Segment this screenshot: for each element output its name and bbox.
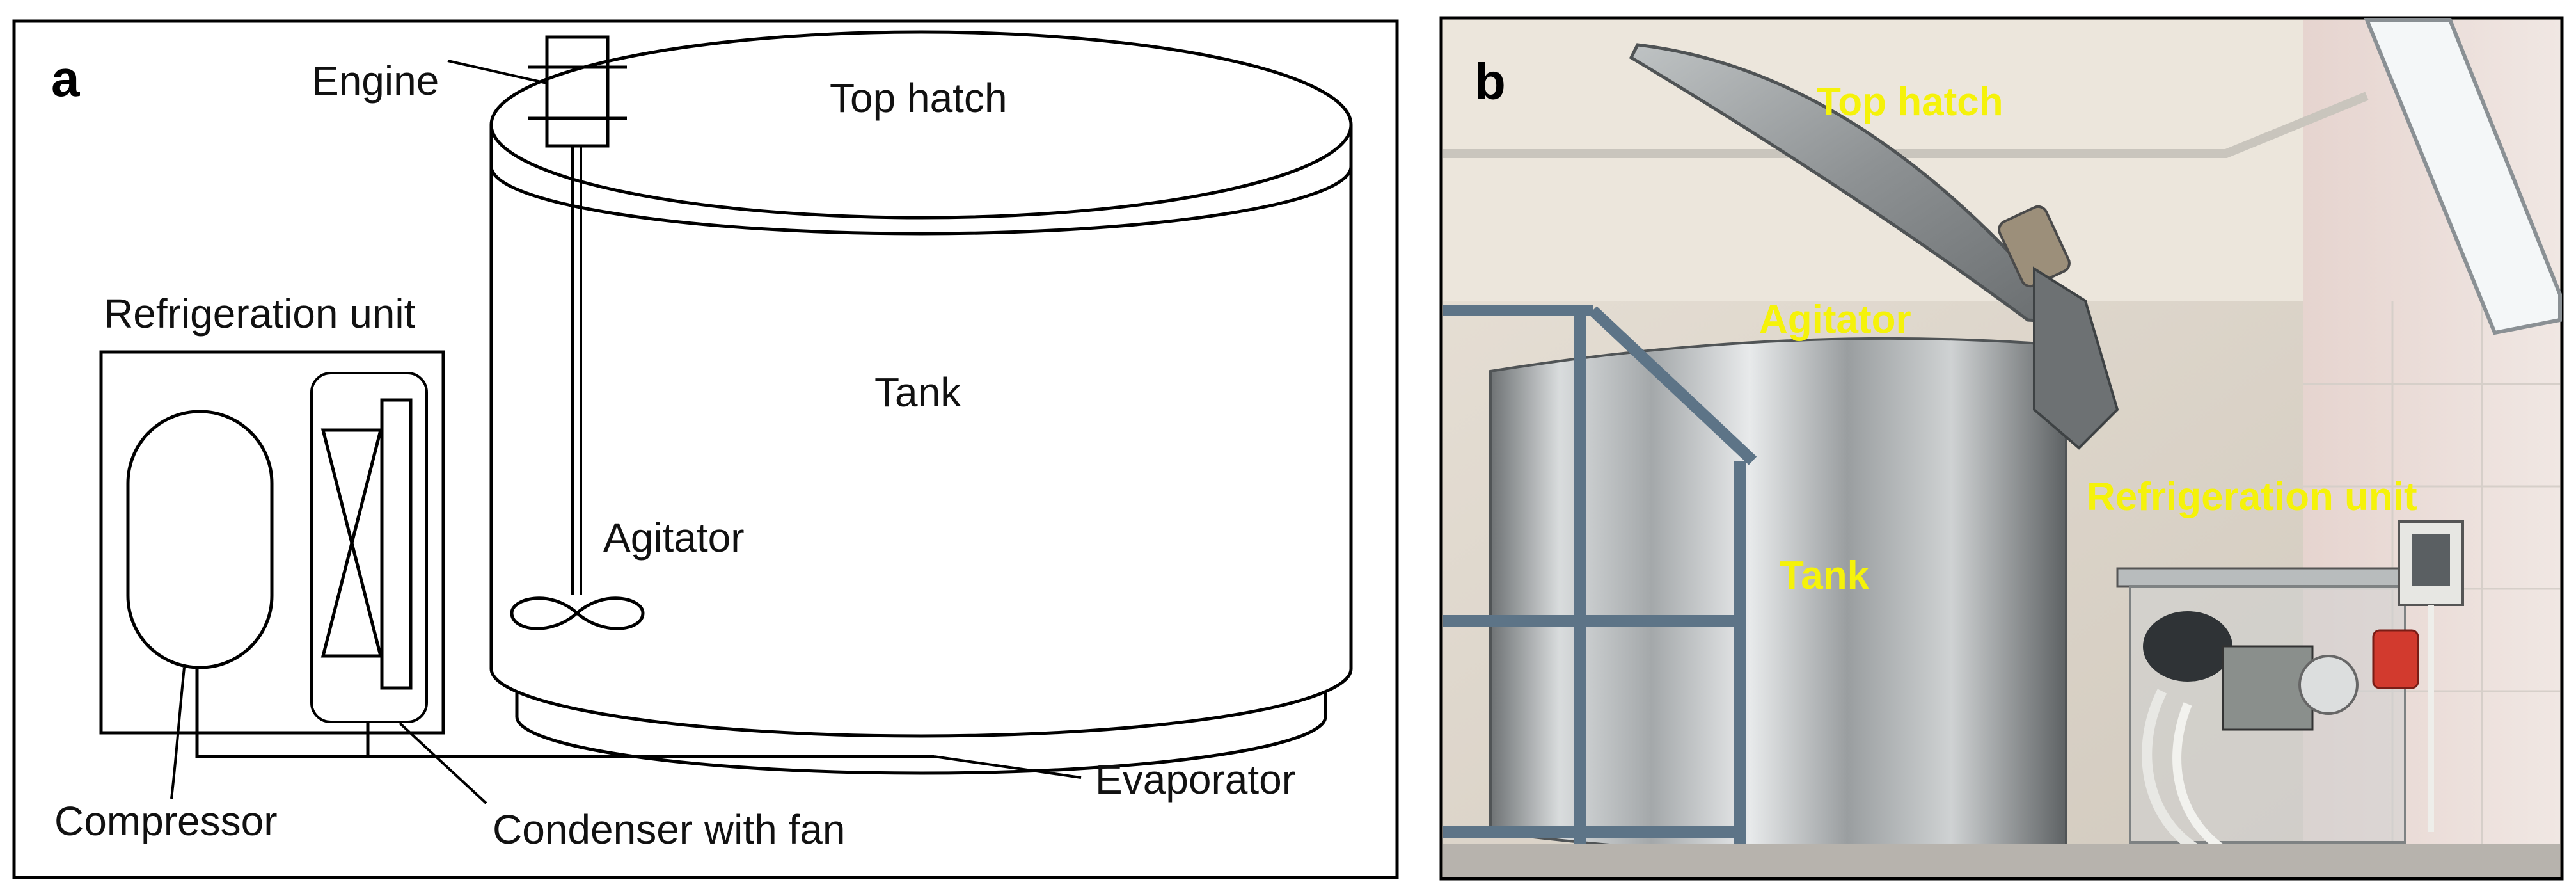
panel-a-frame [12, 19, 1399, 879]
label-engine: Engine [312, 58, 439, 104]
photo-label-top-hatch: Top hatch [1817, 80, 2003, 124]
label-evaporator: Evaporator [1095, 756, 1295, 803]
engine-drawing [447, 35, 645, 630]
evaporator-leader-line [933, 755, 1082, 779]
label-agitator: Agitator [603, 515, 745, 561]
photo-red-plug [2372, 629, 2419, 689]
photo-label-refrigeration-unit: Refrigeration unit [2087, 475, 2417, 519]
window [2364, 18, 2562, 335]
refrigerant-pipe [195, 668, 934, 758]
label-top-hatch: Top hatch [830, 75, 1007, 121]
ceiling-pipe [1443, 92, 2369, 158]
fan-symbol [320, 428, 383, 658]
label-tank: Tank [874, 369, 961, 415]
photo-compressor [2143, 611, 2232, 682]
tank-body [489, 125, 1353, 738]
tank-drawing [489, 30, 1353, 775]
agitator-blade [510, 596, 645, 630]
compressor-shape [126, 410, 274, 669]
panel-a-letter: a [51, 50, 80, 107]
compressor-leader-line [170, 667, 186, 799]
photo-unit-top-plate [2116, 567, 2419, 588]
panel-b-letter: b [1474, 53, 1506, 110]
condenser-coil [380, 398, 413, 690]
refrigeration-unit-box [99, 350, 445, 735]
photo-floor [1443, 844, 2560, 877]
photo-lid-bracket [2033, 266, 2119, 450]
label-condenser-with-fan: Condenser with fan [493, 806, 845, 852]
panel-b-photo: b Top hatch Agitator Refrigeration unit … [1439, 16, 2564, 881]
condenser-leader-line [399, 722, 487, 804]
engine-leader-line [447, 60, 548, 84]
engine-box [545, 35, 610, 148]
photo-ladder [1443, 305, 1757, 877]
label-refrigeration-unit: Refrigeration unit [104, 291, 416, 337]
label-compressor: Compressor [54, 798, 278, 844]
tank-top-band [489, 166, 1353, 236]
top-hatch-ellipse [489, 30, 1353, 220]
photo-label-agitator: Agitator [1759, 298, 1911, 342]
photo-label-tank: Tank [1780, 554, 1870, 598]
panel-a-schematic: a [12, 19, 1399, 879]
refrigeration-unit-drawing [99, 350, 1082, 804]
tank-base-ring [515, 691, 1327, 775]
